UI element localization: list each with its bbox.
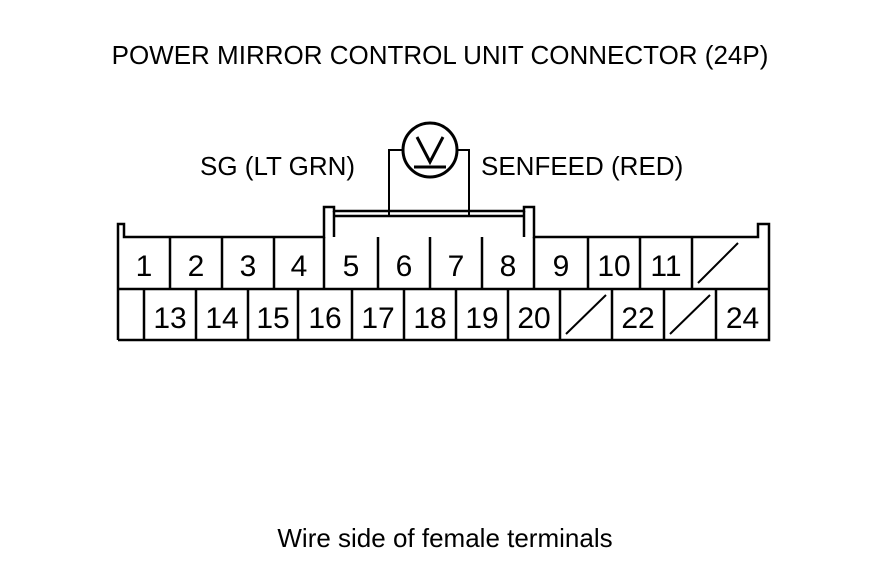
terminal-number: 8 bbox=[500, 250, 517, 283]
blank-terminal-slash bbox=[669, 294, 711, 335]
terminal-number: 4 bbox=[291, 250, 308, 283]
terminal-number: 6 bbox=[396, 250, 413, 283]
diagram-title: POWER MIRROR CONTROL UNIT CONNECTOR (24P… bbox=[111, 40, 769, 70]
terminal-number: 20 bbox=[517, 302, 550, 335]
probe-lead-negative bbox=[388, 149, 403, 216]
terminal-number: 19 bbox=[465, 302, 498, 335]
terminal-number: 17 bbox=[361, 302, 394, 335]
terminal-number: 7 bbox=[448, 250, 465, 283]
probe-label-right: SENFEED (RED) bbox=[481, 151, 684, 181]
terminal-number: 9 bbox=[553, 250, 570, 283]
terminal-number: 16 bbox=[308, 302, 341, 335]
terminal-number: 15 bbox=[256, 302, 289, 335]
probe-label-left: SG (LT GRN) bbox=[200, 151, 356, 181]
terminal-number: 22 bbox=[621, 302, 654, 335]
terminal-number: 24 bbox=[726, 302, 759, 335]
terminal-number: 10 bbox=[597, 250, 630, 283]
connector-housing bbox=[116, 205, 771, 342]
diagram-caption: Wire side of female terminals bbox=[277, 523, 613, 553]
terminal-number: 3 bbox=[240, 250, 257, 283]
terminal-number: 1 bbox=[136, 250, 153, 283]
blank-terminal-slash bbox=[565, 294, 607, 335]
terminal-number: 2 bbox=[188, 250, 205, 283]
terminal-number: 14 bbox=[205, 302, 238, 335]
blank-terminal-slash bbox=[697, 242, 739, 284]
voltmeter-icon: V bbox=[401, 121, 459, 179]
terminal-number: 18 bbox=[413, 302, 446, 335]
terminal-grid: 1 2 3 4 5 6 7 8 9 10 11 13 14 15 16 17 18 19 20 22 24 bbox=[136, 237, 759, 340]
probe-lead-positive bbox=[457, 149, 470, 216]
terminal-number: 11 bbox=[650, 250, 681, 283]
terminal-number: 13 bbox=[153, 302, 186, 335]
terminal-number: 5 bbox=[343, 250, 360, 283]
